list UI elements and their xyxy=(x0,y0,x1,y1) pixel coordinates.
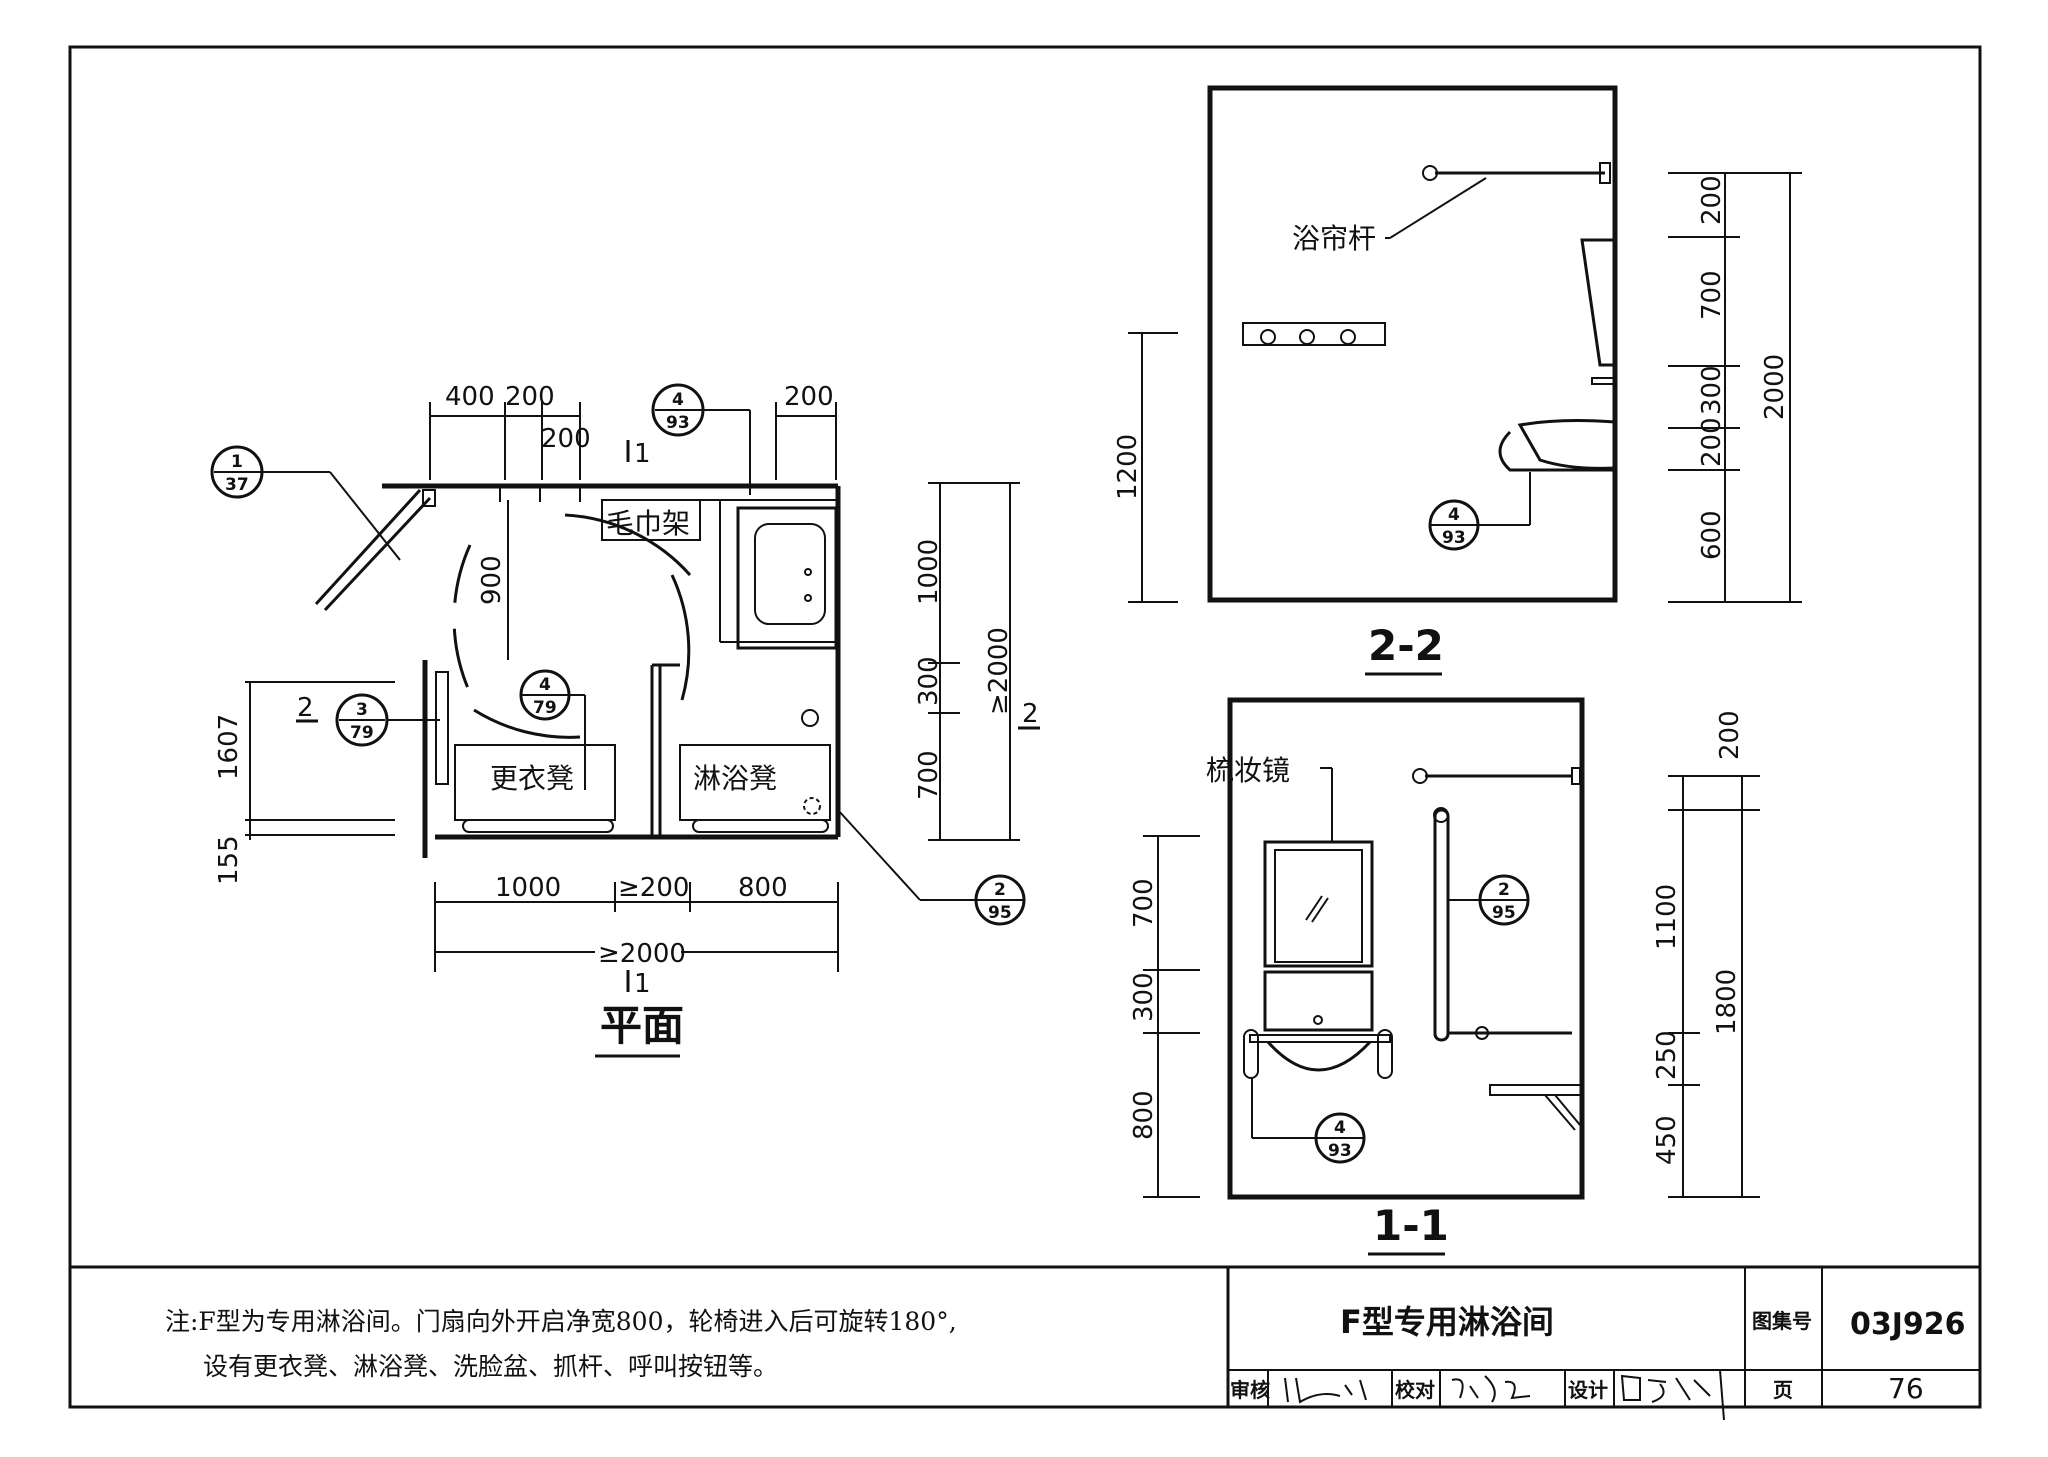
ref-circle-4-93-s22: 4 93 xyxy=(1428,499,1480,551)
plan-dim-155: 155 xyxy=(214,835,244,885)
svg-text:95: 95 xyxy=(1492,903,1516,923)
section-mark-1-top: 1 xyxy=(634,439,651,469)
svg-text:4: 4 xyxy=(672,390,684,410)
section-mark-1-bottom: 1 xyxy=(634,969,651,999)
svg-text:93: 93 xyxy=(1442,528,1466,548)
svg-text:2: 2 xyxy=(1498,880,1510,900)
svg-text:79: 79 xyxy=(533,698,557,718)
check-signature xyxy=(1451,1375,1531,1403)
s11-dim-1800: 1800 xyxy=(1712,969,1742,1035)
svg-text:3: 3 xyxy=(356,700,368,720)
plan-dim-200b: 200 xyxy=(541,424,591,454)
check-label: 校对 xyxy=(1395,1378,1435,1402)
ref-circle-1-37: 1 37 xyxy=(210,445,401,561)
mirror-label: 梳妆镜 xyxy=(1206,754,1290,787)
plan-dim-1000: 1000 xyxy=(914,539,944,605)
plan-dim-200a: 200 xyxy=(505,382,555,412)
section-mark-2-right: 2 xyxy=(1022,699,1039,729)
svg-text:2: 2 xyxy=(994,880,1006,900)
plan-dim-800-bottom: 800 xyxy=(738,873,788,903)
shower-bench-label: 淋浴凳 xyxy=(693,762,777,795)
s11-title: 1-1 xyxy=(1373,1201,1449,1250)
s11-dim-300: 300 xyxy=(1129,972,1159,1022)
plan-dim-400: 400 xyxy=(445,382,495,412)
review-label: 审核 xyxy=(1230,1378,1270,1402)
ref-circle-2-95-s11: 2 95 xyxy=(1448,874,1530,926)
towel-rack-label: 毛巾架 xyxy=(606,507,690,540)
section-mark-2-left: 2 xyxy=(297,693,314,723)
svg-text:4: 4 xyxy=(1448,505,1460,525)
plan-dim-900: 900 xyxy=(477,555,507,605)
sheet-frame xyxy=(68,45,1982,1409)
atlas-label: 图集号 xyxy=(1752,1309,1812,1333)
note-line-2: 设有更衣凳、淋浴凳、洗脸盆、抓杆、呼叫按钮等。 xyxy=(203,1352,778,1381)
svg-text:79: 79 xyxy=(350,723,374,743)
design-signature xyxy=(1620,1369,1725,1421)
svg-text:4: 4 xyxy=(539,675,551,695)
s22-dim-700: 700 xyxy=(1697,270,1727,320)
plan-view: 400 200 200 200 900 1000 300 700 ≥2000 1… xyxy=(210,382,1040,1058)
plan-dim-200r: 200 xyxy=(784,382,834,412)
svg-text:1: 1 xyxy=(231,452,243,472)
section-1-1: 梳妆镜 2 95 4 xyxy=(1129,697,1760,1256)
s22-dim-200b: 200 xyxy=(1697,417,1727,467)
review-signature xyxy=(1284,1377,1367,1404)
page-number: 76 xyxy=(1888,1372,1924,1405)
plan-dim-200-bottom: ≥200 xyxy=(618,873,689,903)
drawing-title: F型专用淋浴间 xyxy=(1340,1303,1554,1341)
notes: 注:F型为专用淋浴间。门扇向外开启净宽800，轮椅进入后可旋转180°, 设有更… xyxy=(165,1307,957,1381)
title-block: F型专用淋浴间 图集号 03J926 审核 校对 设计 页 76 xyxy=(1226,1267,1980,1421)
s22-dim-300: 300 xyxy=(1697,365,1727,415)
s22-dim-1200: 1200 xyxy=(1113,434,1143,500)
curtain-rod-label: 浴帘杆 xyxy=(1292,222,1376,255)
s11-dim-250: 250 xyxy=(1652,1030,1682,1080)
plan-dim-2000-bottom: ≥2000 xyxy=(598,939,686,969)
ref-circle-3-79: 3 79 xyxy=(335,693,440,747)
section-2-2: 浴帘杆 4 93 1200 200 700 3 xyxy=(1113,85,1802,676)
plan-dim-300: 300 xyxy=(914,656,944,706)
plan-dim-700: 700 xyxy=(914,750,944,800)
ref-circle-4-93-s11: 4 93 xyxy=(1251,1078,1366,1164)
svg-text:37: 37 xyxy=(225,475,249,495)
atlas-number: 03J926 xyxy=(1850,1307,1966,1342)
s11-dim-1100: 1100 xyxy=(1652,884,1682,950)
s22-title: 2-2 xyxy=(1368,621,1444,670)
ref-circle-4-79: 4 79 xyxy=(519,669,586,790)
s11-dim-700: 700 xyxy=(1129,878,1159,928)
plan-dim-1607: 1607 xyxy=(214,714,244,780)
changing-bench-label: 更衣凳 xyxy=(490,762,574,795)
svg-text:4: 4 xyxy=(1334,1118,1346,1138)
svg-text:93: 93 xyxy=(666,413,690,433)
plan-dim-2000-vert: ≥2000 xyxy=(984,627,1014,715)
svg-text:93: 93 xyxy=(1328,1141,1352,1161)
ref-circle-2-95-plan: 2 95 xyxy=(837,809,1026,926)
plan-title: 平面 xyxy=(600,1001,684,1050)
note-line-1: 注:F型为专用淋浴间。门扇向外开启净宽800，轮椅进入后可旋转180°, xyxy=(165,1307,957,1336)
page-label: 页 xyxy=(1773,1378,1793,1402)
s22-dim-2000: 2000 xyxy=(1760,354,1790,420)
s11-dim-800: 800 xyxy=(1129,1090,1159,1140)
s11-dim-450: 450 xyxy=(1652,1115,1682,1165)
s22-dim-600: 600 xyxy=(1697,510,1727,560)
svg-text:95: 95 xyxy=(988,903,1012,923)
design-label: 设计 xyxy=(1568,1378,1608,1402)
ref-circle-4-93-plan: 4 93 xyxy=(651,383,751,495)
s11-dim-200: 200 xyxy=(1715,710,1745,760)
s22-dim-200: 200 xyxy=(1697,175,1727,225)
plan-dim-1000-bottom: 1000 xyxy=(495,873,561,903)
